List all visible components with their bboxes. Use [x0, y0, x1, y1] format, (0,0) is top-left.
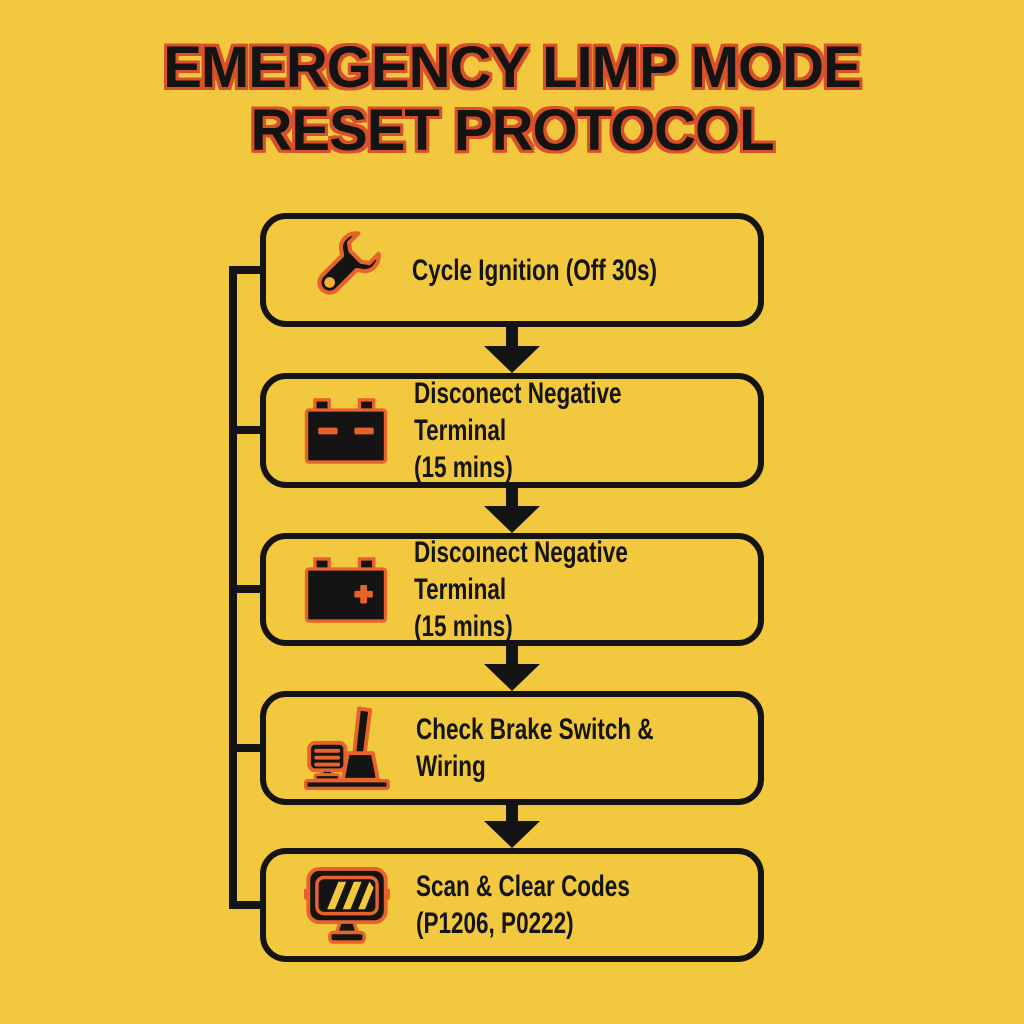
arrow-stem	[506, 805, 518, 821]
connector-stub-step-1	[229, 266, 263, 274]
step-label: Scan & Clear Codes (P1206, P0222)	[416, 870, 630, 940]
down-arrow-3	[0, 646, 1024, 691]
connector-stub-step-4	[229, 744, 263, 752]
brake-pedal-icon	[304, 703, 390, 793]
down-arrow-4	[0, 805, 1024, 848]
step-box-scan-clear-codes: Scan & Clear Codes (P1206, P0222)	[260, 848, 764, 962]
arrow-head	[484, 506, 540, 533]
arrow-head	[484, 821, 540, 848]
arrow-head	[484, 664, 540, 691]
page-title-line-2: RESET PROTOCOL	[250, 98, 774, 163]
arrow-stem	[506, 488, 518, 506]
step-label: Cycle Ignition (Off 30s)	[412, 253, 658, 287]
wrench-icon	[304, 229, 386, 311]
connector-stub-step-5	[229, 901, 263, 909]
step-label: Discoınect Negative Terminal (15 mins)	[414, 536, 628, 643]
step-box-disconnect-positive: Discoınect Negative Terminal (15 mins)	[260, 533, 764, 646]
arrow-head	[484, 346, 540, 373]
down-arrow-1	[0, 327, 1024, 373]
arrow-stem	[506, 646, 518, 664]
battery-positive-icon	[304, 554, 388, 626]
battery-negative-icon	[304, 395, 388, 467]
page-title: EMERGENCY LIMP MODE RESET PROTOCOL	[0, 36, 1024, 162]
arrow-stem	[506, 327, 518, 346]
connector-stub-step-2	[229, 426, 263, 434]
scan-tool-icon	[304, 861, 390, 949]
step-box-disconnect-negative: Disconect Negative Terminal (15 mins)	[260, 373, 764, 488]
connector-stub-step-3	[229, 585, 263, 593]
step-box-cycle-ignition: Cycle Ignition (Off 30s)	[260, 213, 764, 327]
down-arrow-2	[0, 488, 1024, 533]
page-title-line-1: EMERGENCY LIMP MODE	[163, 35, 862, 100]
step-box-check-brake-switch: Check Brake Switch & Wiring	[260, 691, 764, 805]
step-label: Disconect Negative Terminal (15 mins)	[414, 377, 622, 484]
step-label: Check Brake Switch & Wiring	[416, 713, 654, 783]
